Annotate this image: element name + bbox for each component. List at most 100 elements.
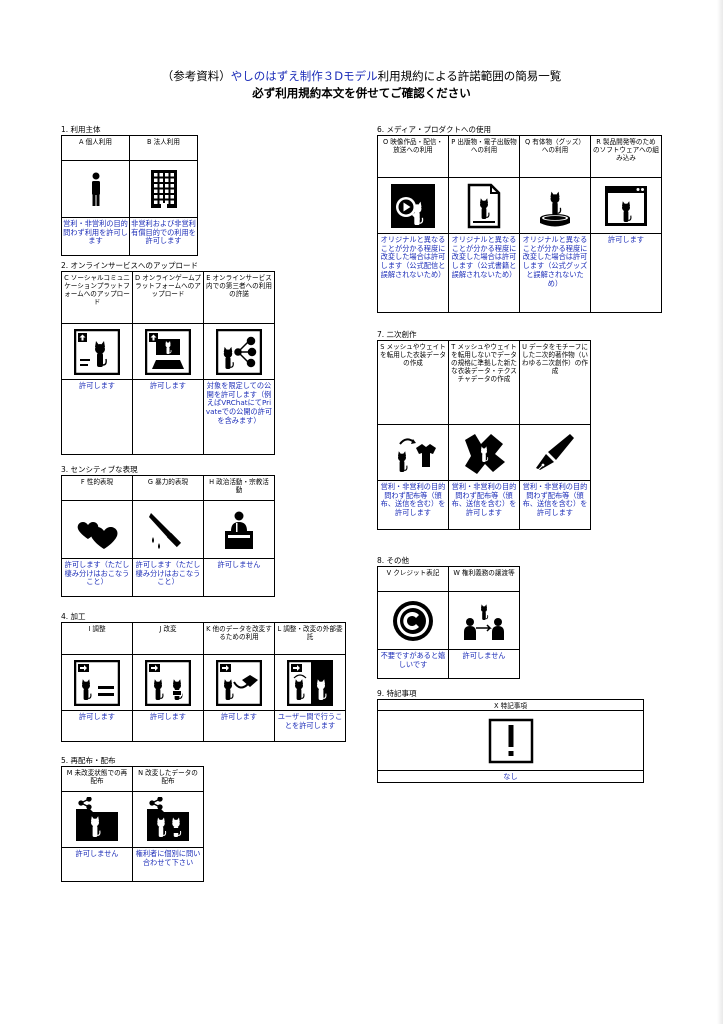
item-answer: 許可します（ただし棲み分けはおこなうこと） — [61, 558, 133, 597]
answer-row: 許可します（ただし棲み分けはおこなうこと）許可します（ただし棲み分けはおこなうこ… — [61, 558, 275, 597]
item-label: J 改変 — [132, 622, 204, 655]
item-icon-cell — [377, 424, 449, 481]
item-icon-cell — [377, 591, 449, 650]
title-line-1: （参考資料）やしのはずえ制作３Dモデル利用規約による許諾範囲の簡易一覧 — [0, 68, 723, 85]
item-label: F 性的表現 — [61, 475, 133, 501]
item-label: G 暴力的表現 — [132, 475, 204, 501]
item-icon-cell — [132, 500, 204, 559]
item-label: U データをモチーフにした二次的著作物（いわゆる二次創作）の作成 — [519, 340, 591, 425]
answer-row: 不要ですがあると嬉しいです許可しません — [377, 649, 520, 679]
icon-row — [61, 323, 275, 380]
pen-nib-icon — [521, 430, 590, 476]
icon-row — [61, 500, 275, 559]
item-label: O 映像作品・配信・放送への利用 — [377, 135, 449, 178]
section-title: 8. その他 — [377, 556, 410, 565]
item-answer: 許可しません — [203, 558, 275, 597]
share-to-others-icon — [205, 328, 274, 375]
clothing-transfer-icon — [379, 430, 448, 476]
icon-row — [377, 710, 644, 771]
answer-row: 許可しません権利者に個別に問い合わせて下さい — [61, 847, 204, 882]
software-window-icon — [592, 183, 661, 229]
title-prefix: （参考資料） — [161, 69, 231, 83]
item-label: W 権利義務の譲渡等 — [448, 566, 520, 592]
item-icon-cell — [132, 791, 204, 848]
item-label: T メッシュやウェイトを転用しないでデータの規格に準拠した新たな衣装データ・テク… — [448, 340, 520, 425]
redistribute-folder-icon — [63, 796, 132, 843]
icon-row — [61, 791, 204, 848]
page-title: （参考資料）やしのはずえ制作３Dモデル利用規約による許諾範囲の簡易一覧 必ず利用… — [0, 68, 723, 102]
item-label: N 改変したデータの配布 — [132, 766, 204, 792]
person-icon — [63, 166, 129, 212]
item-answer: 許可します — [61, 379, 133, 455]
item-icon-cell — [448, 591, 520, 650]
item-answer: 不要ですがあると嬉しいです — [377, 649, 449, 679]
item-label: V クレジット表記 — [377, 566, 449, 592]
knife-icon — [134, 507, 203, 553]
page-edge — [717, 0, 723, 1024]
item-answer: 営利・非営利の目的問わず配布等（頒布、送信を含む）を許可します — [377, 480, 449, 530]
office-building-icon — [131, 166, 197, 212]
item-label: E オンラインサービス内での第三者への利用の許諾 — [203, 271, 275, 324]
item-answer: 対象を限定しての公開を許可します（例えばVRChatにてPrivateでの公開の… — [203, 379, 275, 455]
item-answer: ユーザー間で行うことを許可します — [274, 710, 346, 742]
item-answer: オリジナルと異なることが分かる程度に改変した場合は許可します（公式配信と誤解され… — [377, 233, 449, 313]
title-suffix: 利用規約による許諾範囲の簡易一覧 — [377, 69, 562, 83]
item-icon-cell — [132, 654, 204, 711]
item-label: H 政治活動・宗教活動 — [203, 475, 275, 501]
item-answer: 許可します — [132, 379, 204, 455]
item-icon-cell — [61, 160, 130, 218]
item-answer: なし — [377, 770, 644, 783]
video-play-icon — [379, 183, 448, 229]
section-title: 1. 利用主体 — [61, 125, 101, 134]
title-highlight: やしのはずえ制作３Dモデル — [230, 69, 378, 83]
answer-row: オリジナルと異なることが分かる程度に改変した場合は許可します（公式配信と誤解され… — [377, 233, 662, 313]
item-label: D オンラインゲームプラットフォームへのアップロード — [132, 271, 204, 324]
distribute-modified-icon — [134, 796, 203, 843]
icon-row — [61, 160, 198, 218]
item-label: R 製品開発等のためのソフトウェアへの組み込み — [590, 135, 662, 178]
item-label: B 法人利用 — [129, 135, 198, 161]
item-label: P 出版物・電子出版物への利用 — [448, 135, 520, 178]
hearts-icon — [63, 507, 132, 553]
item-answer: オリジナルと異なることが分かる程度に改変した場合は許可します（公式グッズと誤解さ… — [519, 233, 591, 313]
item-answer: 許可します — [590, 233, 662, 313]
item-label: A 個人利用 — [61, 135, 130, 161]
item-answer: 営利・非営利の目的問わず利用を許可します — [61, 217, 130, 256]
item-answer: 許可します — [61, 710, 133, 742]
item-icon-cell — [61, 791, 133, 848]
label-row: X 特記事項 — [377, 699, 644, 711]
item-answer: 営利・非営利の目的問わず配布等（頒布、送信を含む）を許可します — [448, 480, 520, 530]
item-icon-cell — [448, 177, 520, 234]
item-label: Q 有体物（グッズ）への利用 — [519, 135, 591, 178]
icon-row — [377, 424, 591, 481]
item-label: L 調整・改変の外部委託 — [274, 622, 346, 655]
item-icon-cell — [274, 654, 346, 711]
item-icon-cell — [203, 500, 275, 559]
item-icon-cell — [132, 323, 204, 380]
title-line-2: 必ず利用規約本文を併せてご確認ください — [252, 86, 471, 100]
item-label: I 調整 — [61, 622, 133, 655]
answer-row: なし — [377, 770, 644, 783]
rights-transfer-icon — [450, 598, 519, 644]
icon-row — [377, 177, 662, 234]
item-icon-cell — [203, 323, 275, 380]
